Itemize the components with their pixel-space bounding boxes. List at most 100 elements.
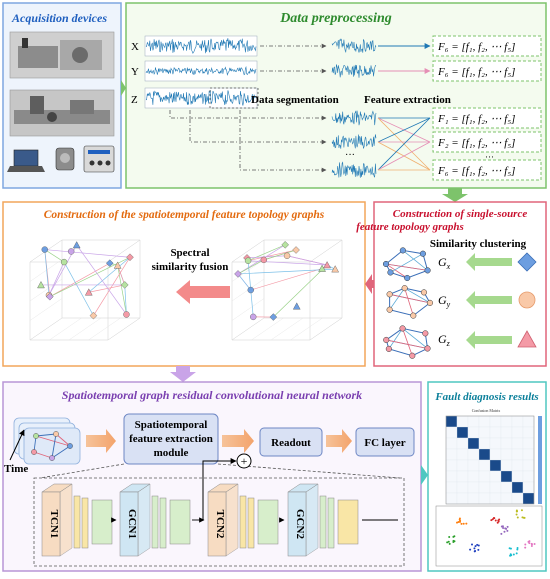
graph-gy-node-1 (410, 313, 416, 319)
raw-signal-group (145, 36, 257, 108)
tsne-point-3-8 (501, 525, 503, 527)
module-label-1: Spatiotemporal (135, 419, 208, 431)
block-thin-a-2 (240, 496, 246, 548)
tsne-point-4-8 (521, 509, 523, 511)
tsne-point-7-5 (531, 543, 533, 545)
tsne-point-1-5 (469, 549, 471, 551)
cm-cell-6-1 (457, 482, 468, 493)
fused-plot-node-7 (123, 311, 129, 317)
axis-label-z: Z (131, 94, 138, 106)
cm-cell-5-3 (479, 471, 490, 482)
cm-cell-5-0 (446, 471, 457, 482)
test-rig-photo-1 (10, 32, 114, 78)
cm-cell-2-4 (490, 438, 501, 449)
graph-gz-node-4 (400, 326, 406, 332)
fused-plot-node-10 (42, 247, 48, 253)
block-label-2: TCN2 (214, 510, 226, 539)
cm-cell-3-5 (501, 449, 512, 460)
cm-cell-5-6 (512, 471, 523, 482)
cm-cell-2-5 (501, 438, 512, 449)
preprocessing-title: Data preprocessing (279, 11, 392, 26)
cm-cell-6-7 (523, 482, 534, 493)
tsne-point-0-6 (449, 543, 451, 545)
confusion-matrix (446, 416, 542, 504)
formula-x: F₆ = [f₁, f₂, ⋯ f₅] (437, 41, 515, 53)
tsne-point-4-5 (517, 516, 519, 518)
single-source-panel: Construction of single-source feature to… (356, 202, 546, 366)
tsne-point-0-4 (452, 536, 454, 538)
tsne-point-3-7 (503, 531, 505, 533)
formula-1: F₁ = [f₁, f₂, ⋯ f₅] (437, 113, 515, 125)
block-label-3: GCN2 (294, 509, 306, 539)
graph-gx-node-0 (425, 268, 431, 274)
tsne-point-1-1 (473, 547, 475, 549)
input-graph-stack (14, 418, 80, 464)
tsne-point-3-1 (500, 533, 502, 535)
cm-cell-1-0 (446, 427, 457, 438)
cm-cell-5-5 (501, 471, 512, 482)
cm-cell-2-1 (457, 438, 468, 449)
tsne-point-3-5 (506, 530, 508, 532)
cm-cell-6-4 (490, 482, 501, 493)
tsne-point-1-6 (476, 544, 478, 546)
cm-cell-1-1 (457, 427, 468, 438)
mini-graph-node-4 (31, 449, 36, 454)
residual-plus: + (241, 454, 248, 468)
cm-cell-3-3 (479, 449, 490, 460)
cm-cell-6-3 (479, 482, 490, 493)
block-thin-a-0 (74, 496, 80, 548)
cm-cell-4-6 (512, 460, 523, 471)
graph-gz-node-5 (423, 331, 429, 337)
tsne-point-1-7 (471, 544, 473, 546)
tsne-point-5-8 (510, 554, 512, 556)
network-panel: Spatiotemporal graph residual convolutio… (3, 382, 421, 571)
cm-cell-4-1 (457, 460, 468, 471)
net-to-res-arrow (421, 465, 428, 485)
circle-marker-y (519, 292, 535, 308)
tsne-point-1-2 (477, 549, 479, 551)
cm-cell-6-2 (468, 482, 479, 493)
graph-gy-node-4 (402, 285, 408, 291)
cm-cell-3-0 (446, 449, 457, 460)
pre-to-single-arrow (442, 188, 468, 202)
tsne-point-6-6 (459, 521, 461, 523)
tsne-frame (436, 506, 542, 566)
tsne-point-0-5 (448, 536, 450, 538)
tsne-point-3-4 (504, 527, 506, 529)
block-thin-b-3 (328, 498, 334, 548)
cm-cell-3-1 (457, 449, 468, 460)
block-side-0 (60, 484, 72, 556)
mini-graph-node-3 (49, 455, 54, 460)
fusion-label-2: similarity fusion (152, 261, 229, 273)
axis-label-x: X (131, 41, 139, 53)
tsne-point-4-4 (516, 511, 518, 513)
graph-gz-node-2 (386, 346, 392, 352)
fc-layer-label: FC layer (364, 437, 405, 449)
block-thin-b-2 (248, 498, 254, 548)
cm-cell-1-6 (512, 427, 523, 438)
cm-cell-7-3 (479, 493, 490, 504)
block-out-3 (338, 500, 358, 544)
cm-cell-5-2 (468, 471, 479, 482)
segment-dots: ··· (345, 150, 355, 161)
cm-cell-7-2 (468, 493, 479, 504)
clustering-label: Similarity clustering (430, 238, 527, 250)
block-thin-a-1 (152, 496, 158, 548)
cm-cell-7-0 (446, 493, 457, 504)
tsne-point-0-8 (453, 540, 455, 542)
spatiotemporal-panel: Construction of the spatiotemporal featu… (3, 202, 365, 366)
cm-cell-1-7 (523, 427, 534, 438)
block-side-3 (306, 484, 318, 556)
spatiotemporal-title: Construction of the spatiotemporal featu… (44, 209, 325, 221)
tsne-point-5-7 (509, 547, 511, 549)
network-title: Spatiotemporal graph residual convolutio… (62, 388, 362, 402)
block-thin-a-3 (320, 496, 326, 548)
graph-gz-node-1 (409, 353, 415, 359)
cm-cell-1-4 (490, 427, 501, 438)
single-source-title-1: Construction of single-source (393, 208, 528, 220)
block-out-0 (92, 500, 112, 544)
cm-cell-0-3 (479, 416, 490, 427)
cm-cell-3-7 (523, 449, 534, 460)
tsne-point-4-7 (521, 516, 523, 518)
results-panel: Fault diagnosis results Confusion Matrix (428, 382, 546, 571)
